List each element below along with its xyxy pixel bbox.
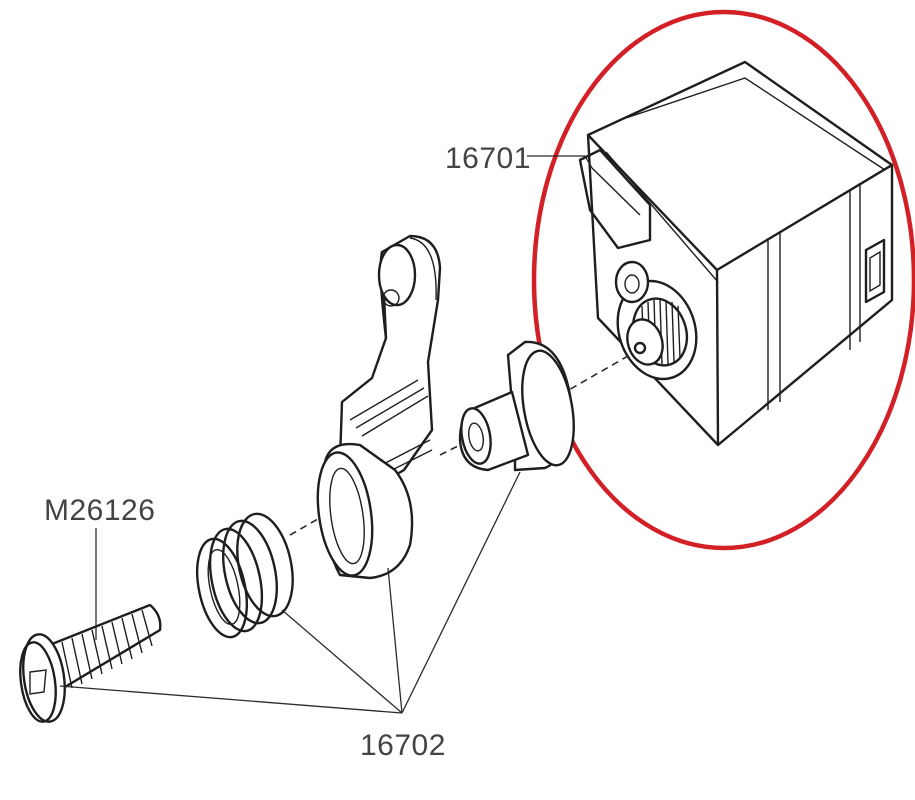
spring-part <box>196 512 294 639</box>
servo-saver-adapter <box>458 340 575 472</box>
servo-saver-set-part-number: 16702 <box>360 729 446 762</box>
servo-part <box>578 60 894 447</box>
highlight-circle <box>531 9 915 551</box>
servo-saver-arm <box>316 234 442 580</box>
leader-lines <box>59 155 593 714</box>
screw-part <box>19 603 162 723</box>
screw-part-number: M26126 <box>44 494 155 527</box>
servo-part-number: 16701 <box>445 142 531 175</box>
